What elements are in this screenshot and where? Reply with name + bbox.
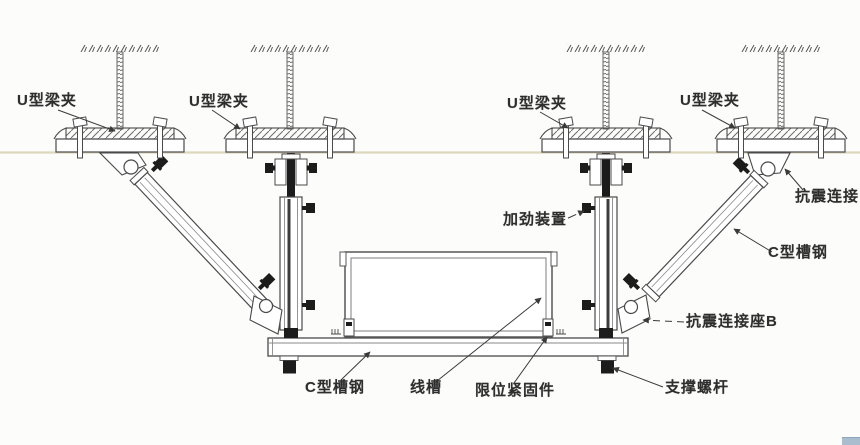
corner-artifact bbox=[842, 437, 860, 445]
label-seismic-connection: 抗震连接 bbox=[795, 188, 860, 205]
label-u-beam-clamp-1: U型梁夹 bbox=[17, 92, 77, 109]
label-support-screw-rod: 支撑螺杆 bbox=[665, 379, 730, 396]
diagonal-brace-right bbox=[617, 152, 791, 334]
label-u-beam-clamp-4: U型梁夹 bbox=[680, 92, 740, 109]
diagonal-brace-left bbox=[98, 152, 283, 335]
limit-fastener-left bbox=[331, 318, 355, 337]
leader-lines bbox=[57, 109, 804, 388]
support-screw-left bbox=[279, 355, 299, 374]
label-stiffening-device: 加劲装置 bbox=[503, 211, 568, 228]
limit-fastener-right bbox=[542, 318, 566, 337]
support-screw-right bbox=[597, 355, 617, 374]
label-seismic-connection-seat-b: 抗震连接座B bbox=[686, 313, 778, 330]
cable-trough-box bbox=[339, 251, 558, 338]
label-cable-trough: 线槽 bbox=[410, 379, 443, 396]
base-channel bbox=[267, 337, 629, 357]
label-c-channel-base: C型槽钢 bbox=[305, 379, 365, 396]
label-u-beam-clamp-2: U型梁夹 bbox=[189, 93, 249, 110]
label-c-channel-brace: C型槽钢 bbox=[768, 244, 828, 261]
label-u-beam-clamp-3: U型梁夹 bbox=[507, 95, 567, 112]
label-limit-fastener: 限位紧固件 bbox=[475, 382, 556, 399]
